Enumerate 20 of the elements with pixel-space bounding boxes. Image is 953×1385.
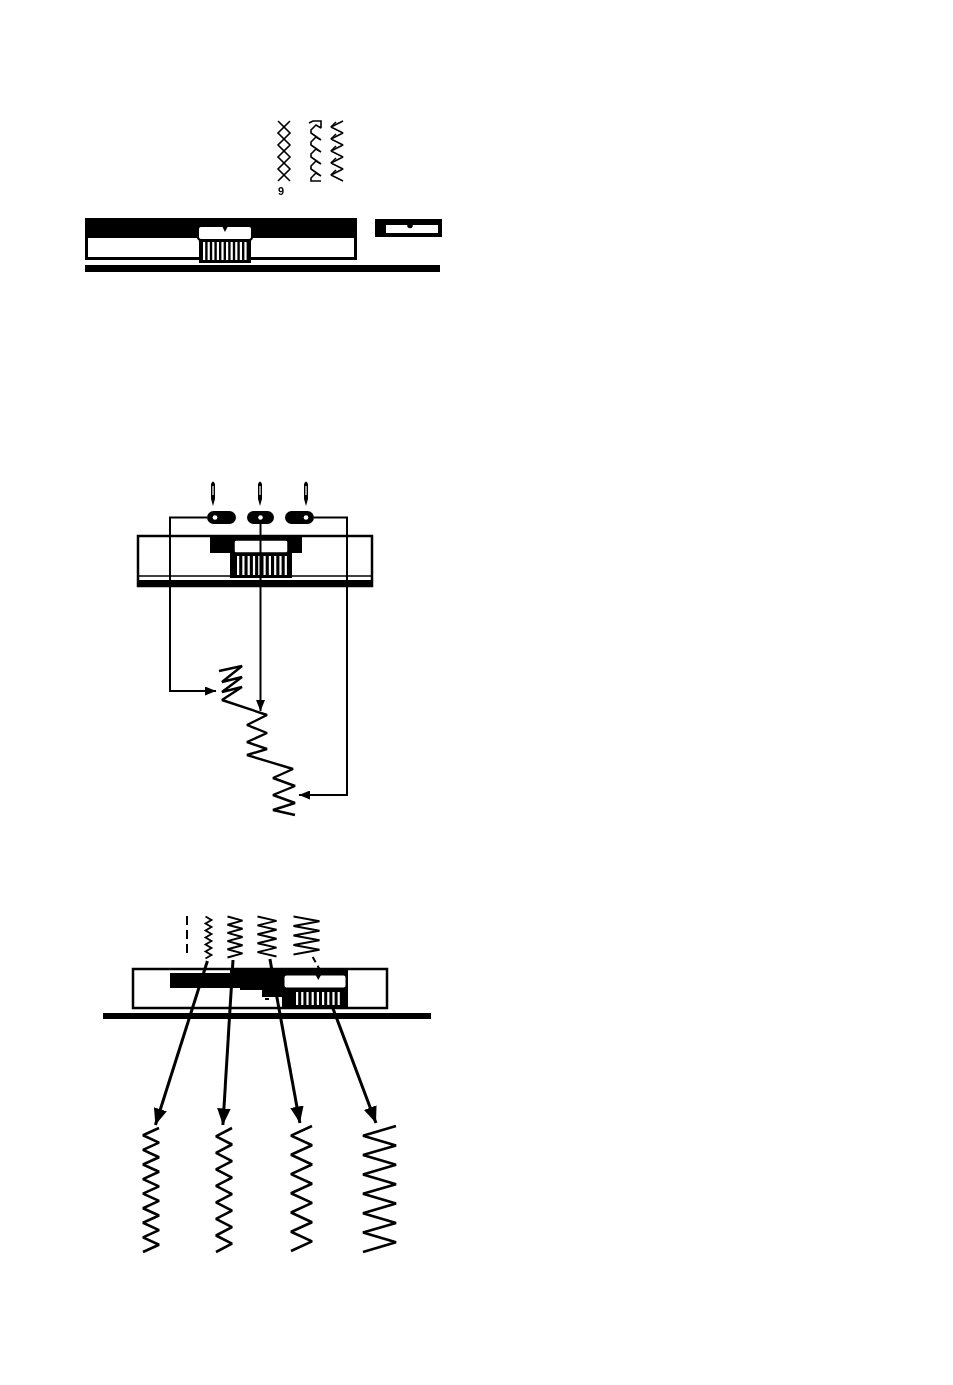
needle-position-icon bbox=[247, 511, 274, 524]
zigzag-stitch-line bbox=[288, 1123, 315, 1254]
zigzag-stitch-icon bbox=[255, 914, 279, 959]
zigzag-stitch-icon bbox=[225, 914, 245, 960]
zigzag-stitch-icon bbox=[203, 914, 214, 961]
zigzag-stitch-icon bbox=[291, 914, 322, 957]
arrow bbox=[298, 516, 348, 800]
arrow bbox=[217, 959, 235, 1126]
slider-knob bbox=[282, 973, 348, 1008]
zigzag-stitch-line bbox=[213, 1125, 235, 1255]
pattern-number: 9 bbox=[278, 185, 285, 197]
arrow bbox=[153, 960, 209, 1126]
arrow bbox=[331, 1007, 378, 1124]
needle-position-icon bbox=[207, 511, 236, 524]
arrow bbox=[169, 516, 217, 696]
arrow bbox=[268, 958, 304, 1124]
arrow bbox=[256, 523, 265, 712]
zigzag-stitch-line bbox=[140, 1125, 162, 1255]
zigzag-stitch-line bbox=[360, 1123, 399, 1255]
needle-position-icon bbox=[285, 511, 314, 524]
